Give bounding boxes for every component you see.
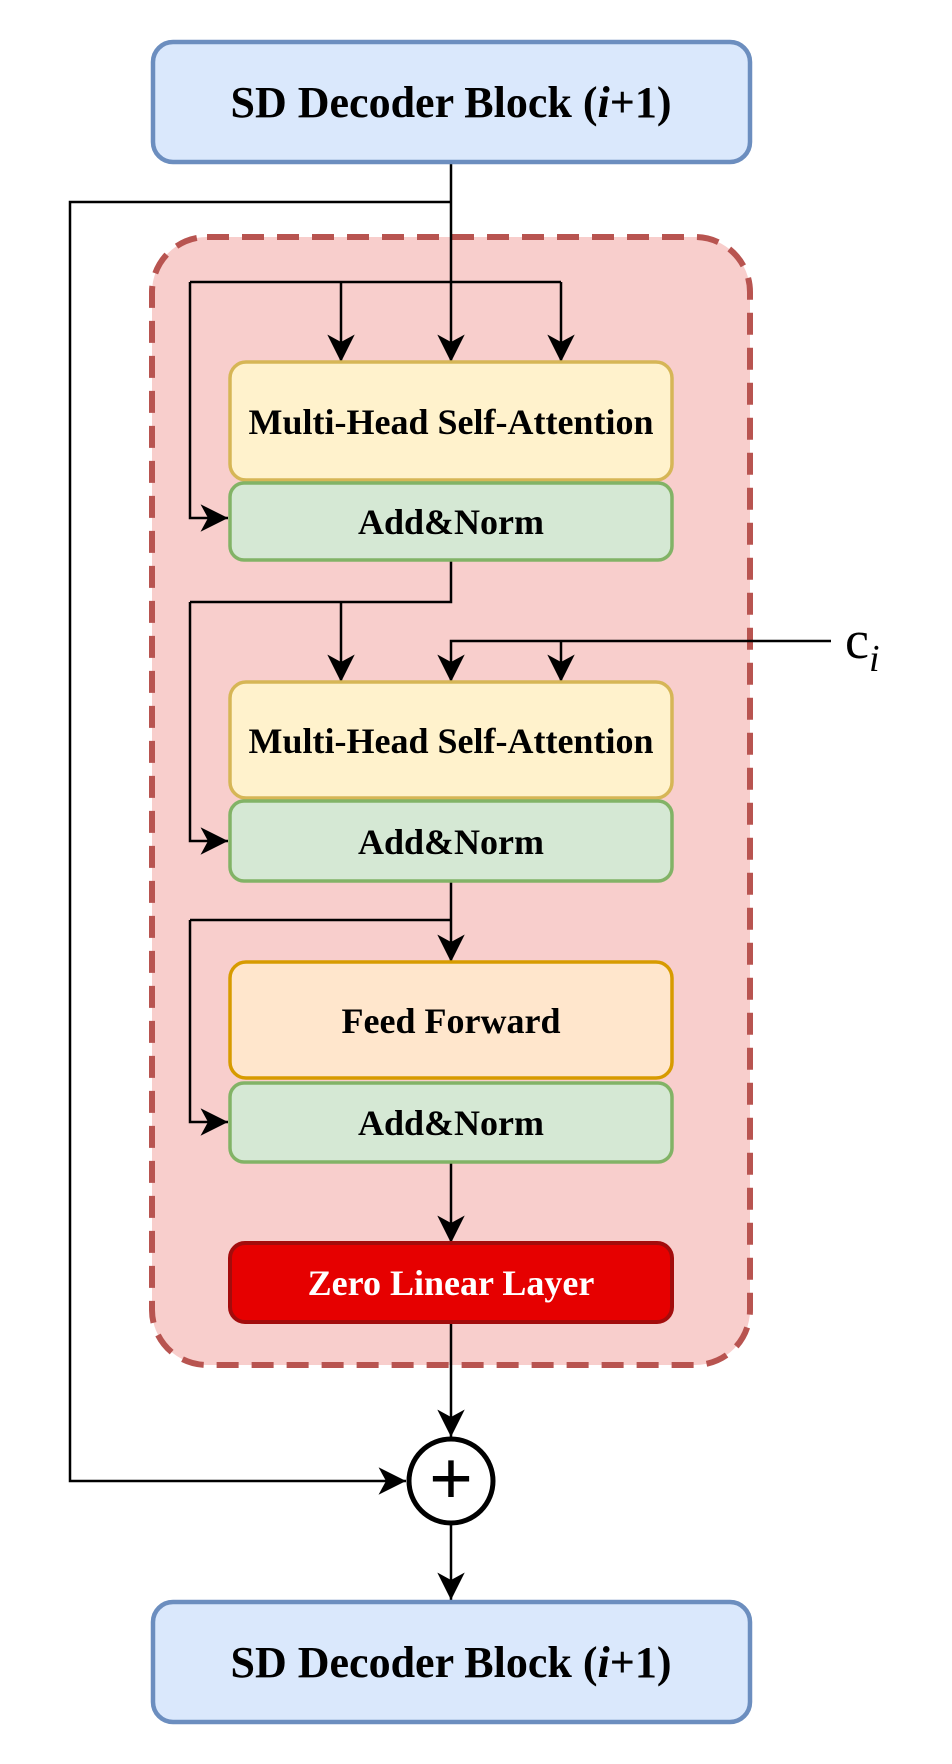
sd-decoder-block-top (150, 39, 753, 165)
sd-decoder-block-bottom-label: SD Decoder Block (i+1) (230, 1638, 671, 1687)
add-norm-label-2: Add&Norm (358, 822, 544, 862)
feed-forward-label: Feed Forward (342, 1001, 561, 1041)
edge-skip-connection (68, 200, 451, 1495)
add-norm-label-1: Add&Norm (358, 502, 544, 542)
feed-forward-block (228, 960, 674, 1080)
add-norm-block-3 (228, 1081, 674, 1164)
plus-icon: + (429, 1435, 473, 1522)
cross-attention-block (228, 680, 674, 800)
add-norm-label-3: Add&Norm (358, 1103, 544, 1143)
sum-node-circle (406, 1436, 496, 1526)
zero-linear-label: Zero Linear Layer (308, 1263, 595, 1303)
self-attention-label: Multi-Head Self-Attention (249, 402, 654, 442)
edge-addnorm1-output-branch (190, 560, 453, 604)
sd-decoder-block-bottom (150, 1599, 753, 1725)
zero-linear-block (228, 1241, 674, 1324)
condition-input-label: ci (845, 610, 880, 680)
cross-attention-label: Multi-Head Self-Attention (249, 721, 654, 761)
edge-residual-to-addnorm2 (188, 602, 228, 855)
self-attention-block (228, 360, 674, 482)
edge-condition-to-cross-attention-mid (437, 639, 831, 682)
sd-decoder-block-top-label: SD Decoder Block (i+1) (230, 78, 671, 127)
edge-residual-to-addnorm3 (188, 920, 228, 1136)
edge-residual-to-addnorm1 (188, 282, 228, 532)
add-norm-block-1 (228, 481, 674, 562)
add-norm-block-2 (228, 799, 674, 883)
